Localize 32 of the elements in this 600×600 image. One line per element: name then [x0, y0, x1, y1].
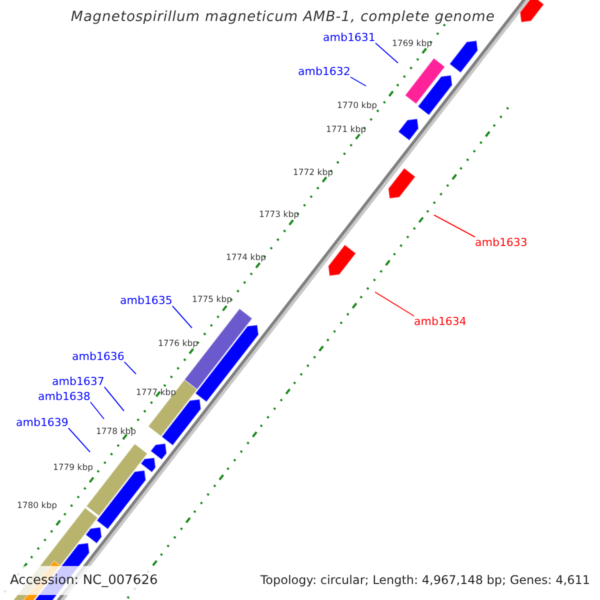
- leader-line: [374, 42, 398, 64]
- gene-label: amb1633: [475, 237, 528, 248]
- scale-label: 1771 kbp: [326, 126, 366, 134]
- scale-label: 1778 kbp: [96, 428, 136, 436]
- scale-label: 1772 kbp: [292, 169, 333, 178]
- leader-line: [434, 214, 476, 238]
- scale-label: 1776 kbp: [158, 340, 198, 348]
- leader-line: [90, 402, 104, 420]
- gene-label: amb1635: [120, 295, 172, 306]
- gene-label: amb1637: [52, 376, 104, 387]
- scale-label: 1774 kbp: [226, 254, 266, 262]
- leader-line: [104, 386, 124, 412]
- title: Magnetospirillum magneticum AMB-1, complete genome: [70, 10, 495, 24]
- scale-label: 1777 kbp: [136, 389, 176, 398]
- leader-line: [374, 292, 414, 316]
- scale-label: 1779 kbp: [52, 464, 93, 472]
- gene-label: amb1636: [72, 351, 124, 362]
- scale-label: 1773 kbp: [258, 211, 299, 220]
- gene-label: amb1639: [16, 417, 68, 428]
- gene-label: amb1634: [414, 316, 466, 327]
- leader-line: [68, 428, 90, 452]
- scale-label: 1780 kbp: [16, 502, 57, 510]
- gene-label: amb1638: [38, 391, 90, 402]
- gene-label: amb1632: [298, 66, 350, 77]
- leader-line: [350, 76, 366, 86]
- genome-summary: Topology: circular; Length: 4,967,148 bp; Genes: 4,611: [260, 574, 590, 586]
- scale-label: 1769 kbp: [392, 40, 432, 48]
- leader-line: [172, 306, 192, 328]
- scale-label: 1770 kbp: [336, 102, 377, 110]
- gene-label: amb1631: [323, 32, 376, 43]
- scale-label: 1775 kbp: [192, 296, 232, 304]
- leader-line: [124, 362, 136, 374]
